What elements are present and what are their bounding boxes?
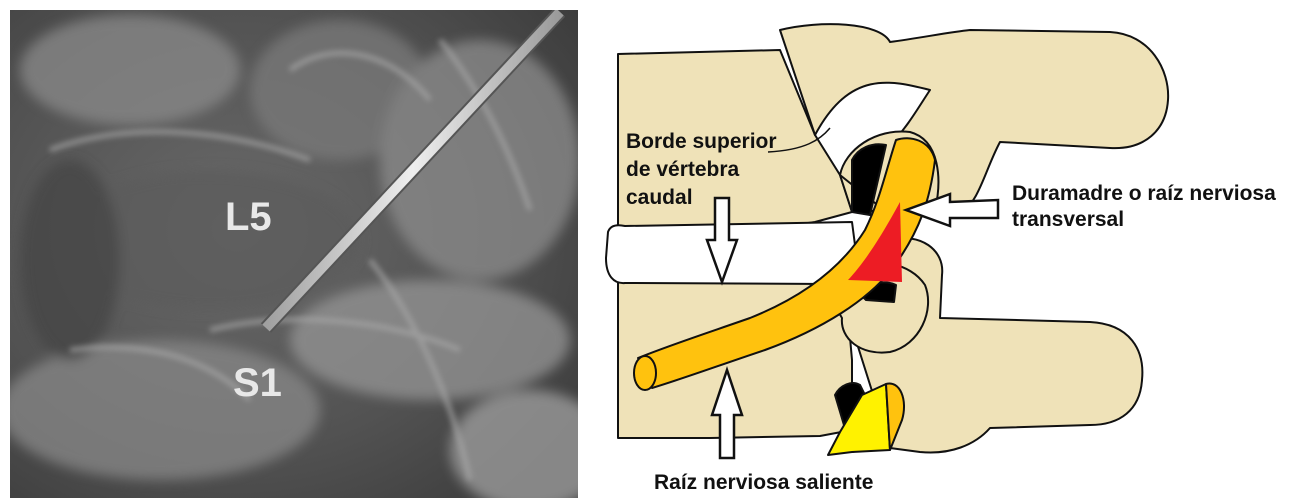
label-dura-2: transversal xyxy=(1012,208,1124,231)
label-superior-edge-2: de vértebra xyxy=(626,158,740,181)
nerve-root-end xyxy=(634,356,656,390)
fluoroscopy-image: L5 S1 xyxy=(10,10,578,498)
label-superior-edge-3: caudal xyxy=(626,186,693,209)
label-l5: L5 xyxy=(225,195,272,239)
label-superior-edge-1: Borde superior xyxy=(626,130,777,153)
spine-diagram: Borde superior de vértebra caudal Durama… xyxy=(590,0,1296,498)
label-dura-1: Duramadre o raíz nerviosa xyxy=(1012,182,1276,205)
label-s1: S1 xyxy=(233,361,282,405)
label-exiting-root: Raíz nerviosa saliente xyxy=(654,471,873,494)
